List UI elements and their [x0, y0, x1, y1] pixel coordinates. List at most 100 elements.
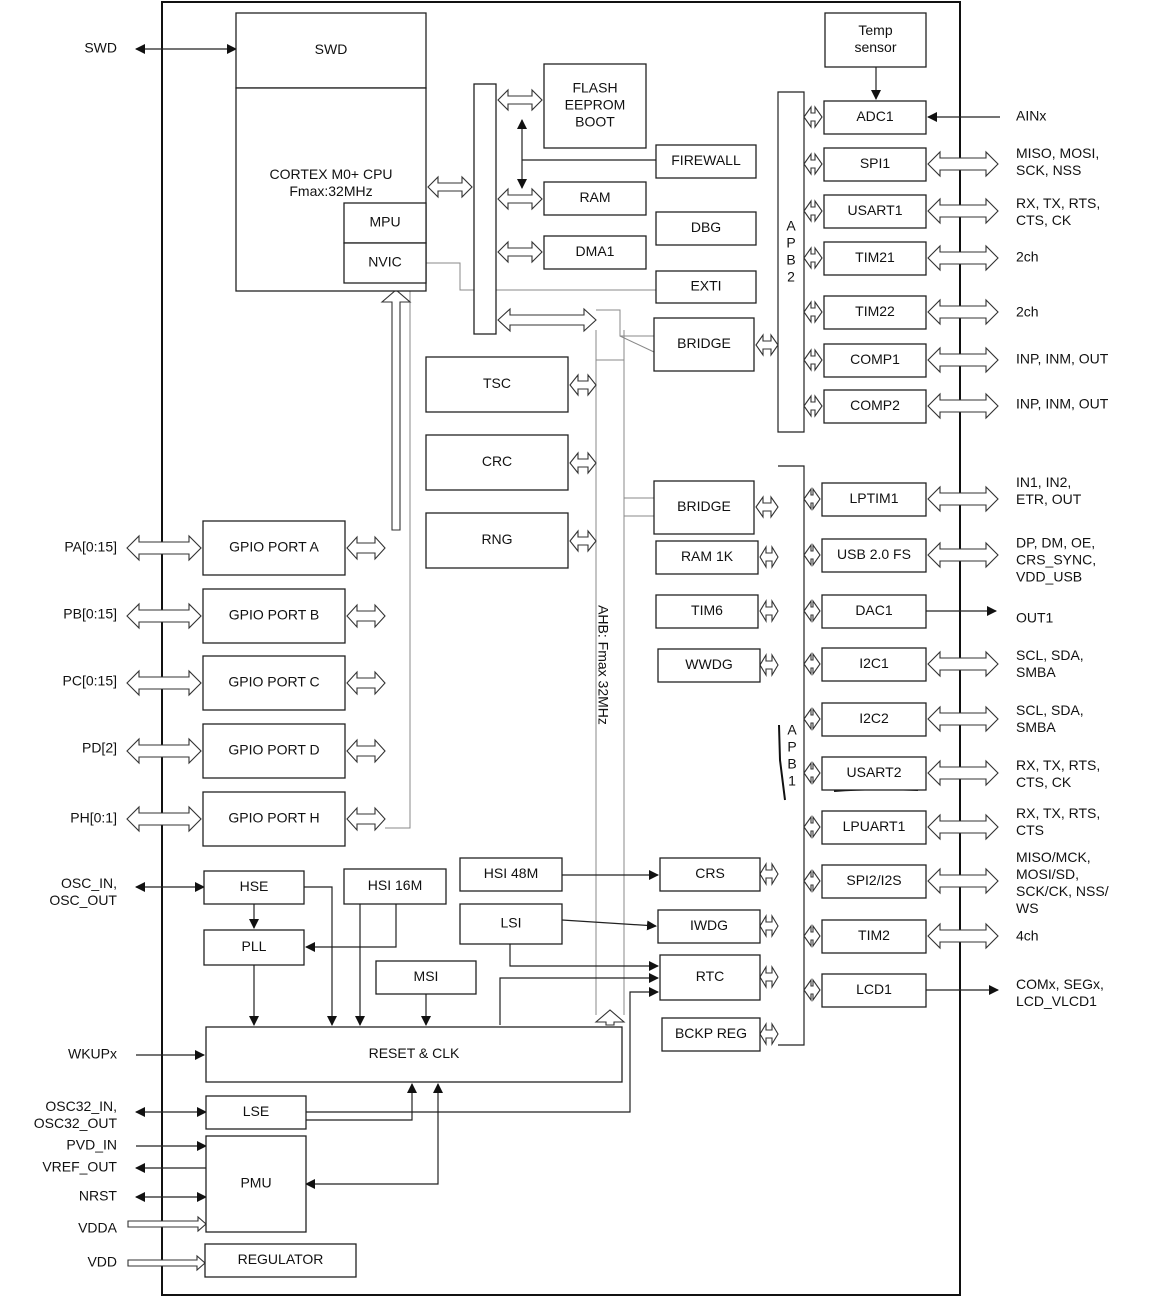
dma1-block-box [543, 235, 647, 270]
gpio-port-c-block-box [202, 655, 346, 711]
apb2-periph-arrow-3 [803, 246, 823, 270]
bckp-reg-block: BCKP REG [661, 1017, 761, 1052]
pin-pb-label: PB[0:15] [63, 606, 117, 622]
tim21-block-label: TIM21 [855, 249, 895, 265]
reset-clk-block: RESET & CLK [205, 1026, 623, 1083]
firewall-block-label: FIREWALL [671, 152, 741, 168]
gpio-d-bus-arrow [346, 738, 386, 764]
tsc-block-label: TSC [483, 375, 511, 391]
bridge-apb2-link [596, 309, 654, 337]
gpio-port-h-block-box [202, 791, 346, 847]
i2c2-block-box [821, 702, 927, 737]
gpio-port-d-block: GPIO PORT D [202, 723, 346, 779]
tim21-block-box [823, 241, 927, 276]
apb2-pin-arrow-0 [927, 150, 999, 178]
tim22-block-label: TIM22 [855, 303, 895, 319]
apb2-periph-arrow-1 [803, 152, 823, 176]
hse-block-box [203, 870, 305, 905]
pin-wkup-label: WKUPx [68, 1046, 117, 1062]
bckp-reg-block-label: BCKP REG [675, 1025, 747, 1041]
tim22-block: TIM22 [823, 295, 927, 330]
lsi-block-label: LSI [500, 915, 521, 931]
rng-block-label: RNG [481, 531, 512, 547]
gpio-pin-arrow-4 [126, 805, 202, 833]
spi1-block-box [823, 147, 927, 182]
pin-tim22-label: 2ch [1016, 304, 1039, 320]
tim2-block: TIM2 [821, 919, 927, 954]
pmu-block: PMU [205, 1135, 307, 1233]
gpio-port-b-block-box [202, 588, 346, 644]
gpio-port-d-block-box [202, 723, 346, 779]
pll-block-label: PLL [242, 938, 267, 954]
lsi-block: LSI [459, 903, 563, 945]
apb2-periph-arrow-0 [803, 105, 823, 129]
apb2-bus-frame [777, 91, 805, 433]
bridge-apb1-arrow [755, 495, 779, 519]
tim21-block: TIM21 [823, 241, 927, 276]
tsc-block-box [425, 356, 569, 413]
apb1-periph-arrow-7 [803, 869, 821, 893]
usb-block-label: USB 2.0 FS [837, 546, 911, 562]
msi-block-label: MSI [414, 968, 439, 984]
apb2-pin-arrow-3 [927, 298, 999, 326]
apb1-bus-label: A [787, 722, 797, 738]
crs-block: CRS [659, 857, 761, 892]
exti-block-label: EXTI [690, 278, 721, 294]
cpu-block-label: CORTEX M0+ CPU [269, 166, 392, 182]
gpio-port-d-block-label: GPIO PORT D [228, 742, 319, 758]
pll-block: PLL [203, 929, 305, 966]
pin-osc-label: OSC_IN, [61, 875, 117, 891]
apb1-periph-arrow-8 [803, 924, 821, 948]
pin-i2c1-label: SCL, SDA, [1016, 647, 1084, 663]
apb1-pin-arrow-5 [927, 813, 999, 841]
crs-block-label: CRS [695, 865, 725, 881]
pin-pa-label: PA[0:15] [64, 539, 117, 555]
gpio-c-bus-arrow [346, 670, 386, 696]
spi2-block-box [821, 864, 927, 899]
usart1-block-box [823, 194, 927, 229]
mpu-block-box [343, 202, 427, 244]
pin-usart1-label: CTS, CK [1016, 212, 1072, 228]
apb1-periph-arrow-0 [803, 487, 821, 511]
lpuart1-block: LPUART1 [821, 810, 927, 845]
iwdg-block-box [657, 909, 761, 944]
crs-block-box [659, 857, 761, 892]
pin-usb-label: DP, DM, OE, [1016, 535, 1095, 551]
rstclk-rtc-link [499, 973, 659, 1025]
dbg-block-label: DBG [691, 219, 721, 235]
swd-block: SWD [235, 12, 427, 89]
lptim1-block-label: LPTIM1 [849, 490, 898, 506]
usart2-block-label: USART2 [847, 764, 902, 780]
apb1-pin-arrow-1 [927, 541, 999, 569]
ram1k-block-label: RAM 1K [681, 548, 734, 564]
apb1-pin-arrow-6 [927, 867, 999, 895]
apb2-pin-arrow-1 [927, 197, 999, 225]
ram1k-block: RAM 1K [655, 540, 759, 575]
hse-block-label: HSE [240, 878, 269, 894]
tim22-block-box [823, 295, 927, 330]
lsi-rtc-link [509, 944, 659, 971]
regulator-block-box [204, 1243, 357, 1278]
usb-block: USB 2.0 FS [821, 538, 927, 573]
spi2-block: SPI2/I2S [821, 864, 927, 899]
lse-block-box [205, 1095, 307, 1130]
comp2-block-label: COMP2 [850, 397, 900, 413]
pin-tim21-label: 2ch [1016, 249, 1039, 265]
rtc-block-box [659, 954, 761, 1001]
spi1-block-label: SPI1 [860, 155, 891, 171]
bridge-apb2-block-label: BRIDGE [677, 335, 731, 351]
pin-usart2-label: CTS, CK [1016, 774, 1072, 790]
apb2-bus-label: A [786, 218, 796, 234]
apb1-bus-label: 1 [788, 773, 796, 789]
apb2-pin-arrow-4 [927, 346, 999, 374]
lsi-block-box [459, 903, 563, 945]
pin-osc32-label: OSC32_IN, [45, 1098, 117, 1114]
apb1-periph-arrow-3 [803, 652, 821, 676]
gpio-b-bus-arrow [346, 603, 386, 629]
cpu-ahb-arrow [427, 175, 473, 199]
pin-spi1-label: SCK, NSS [1016, 162, 1081, 178]
apb2-pin-arrow-5 [927, 392, 999, 420]
comp1-block: COMP1 [823, 343, 927, 378]
